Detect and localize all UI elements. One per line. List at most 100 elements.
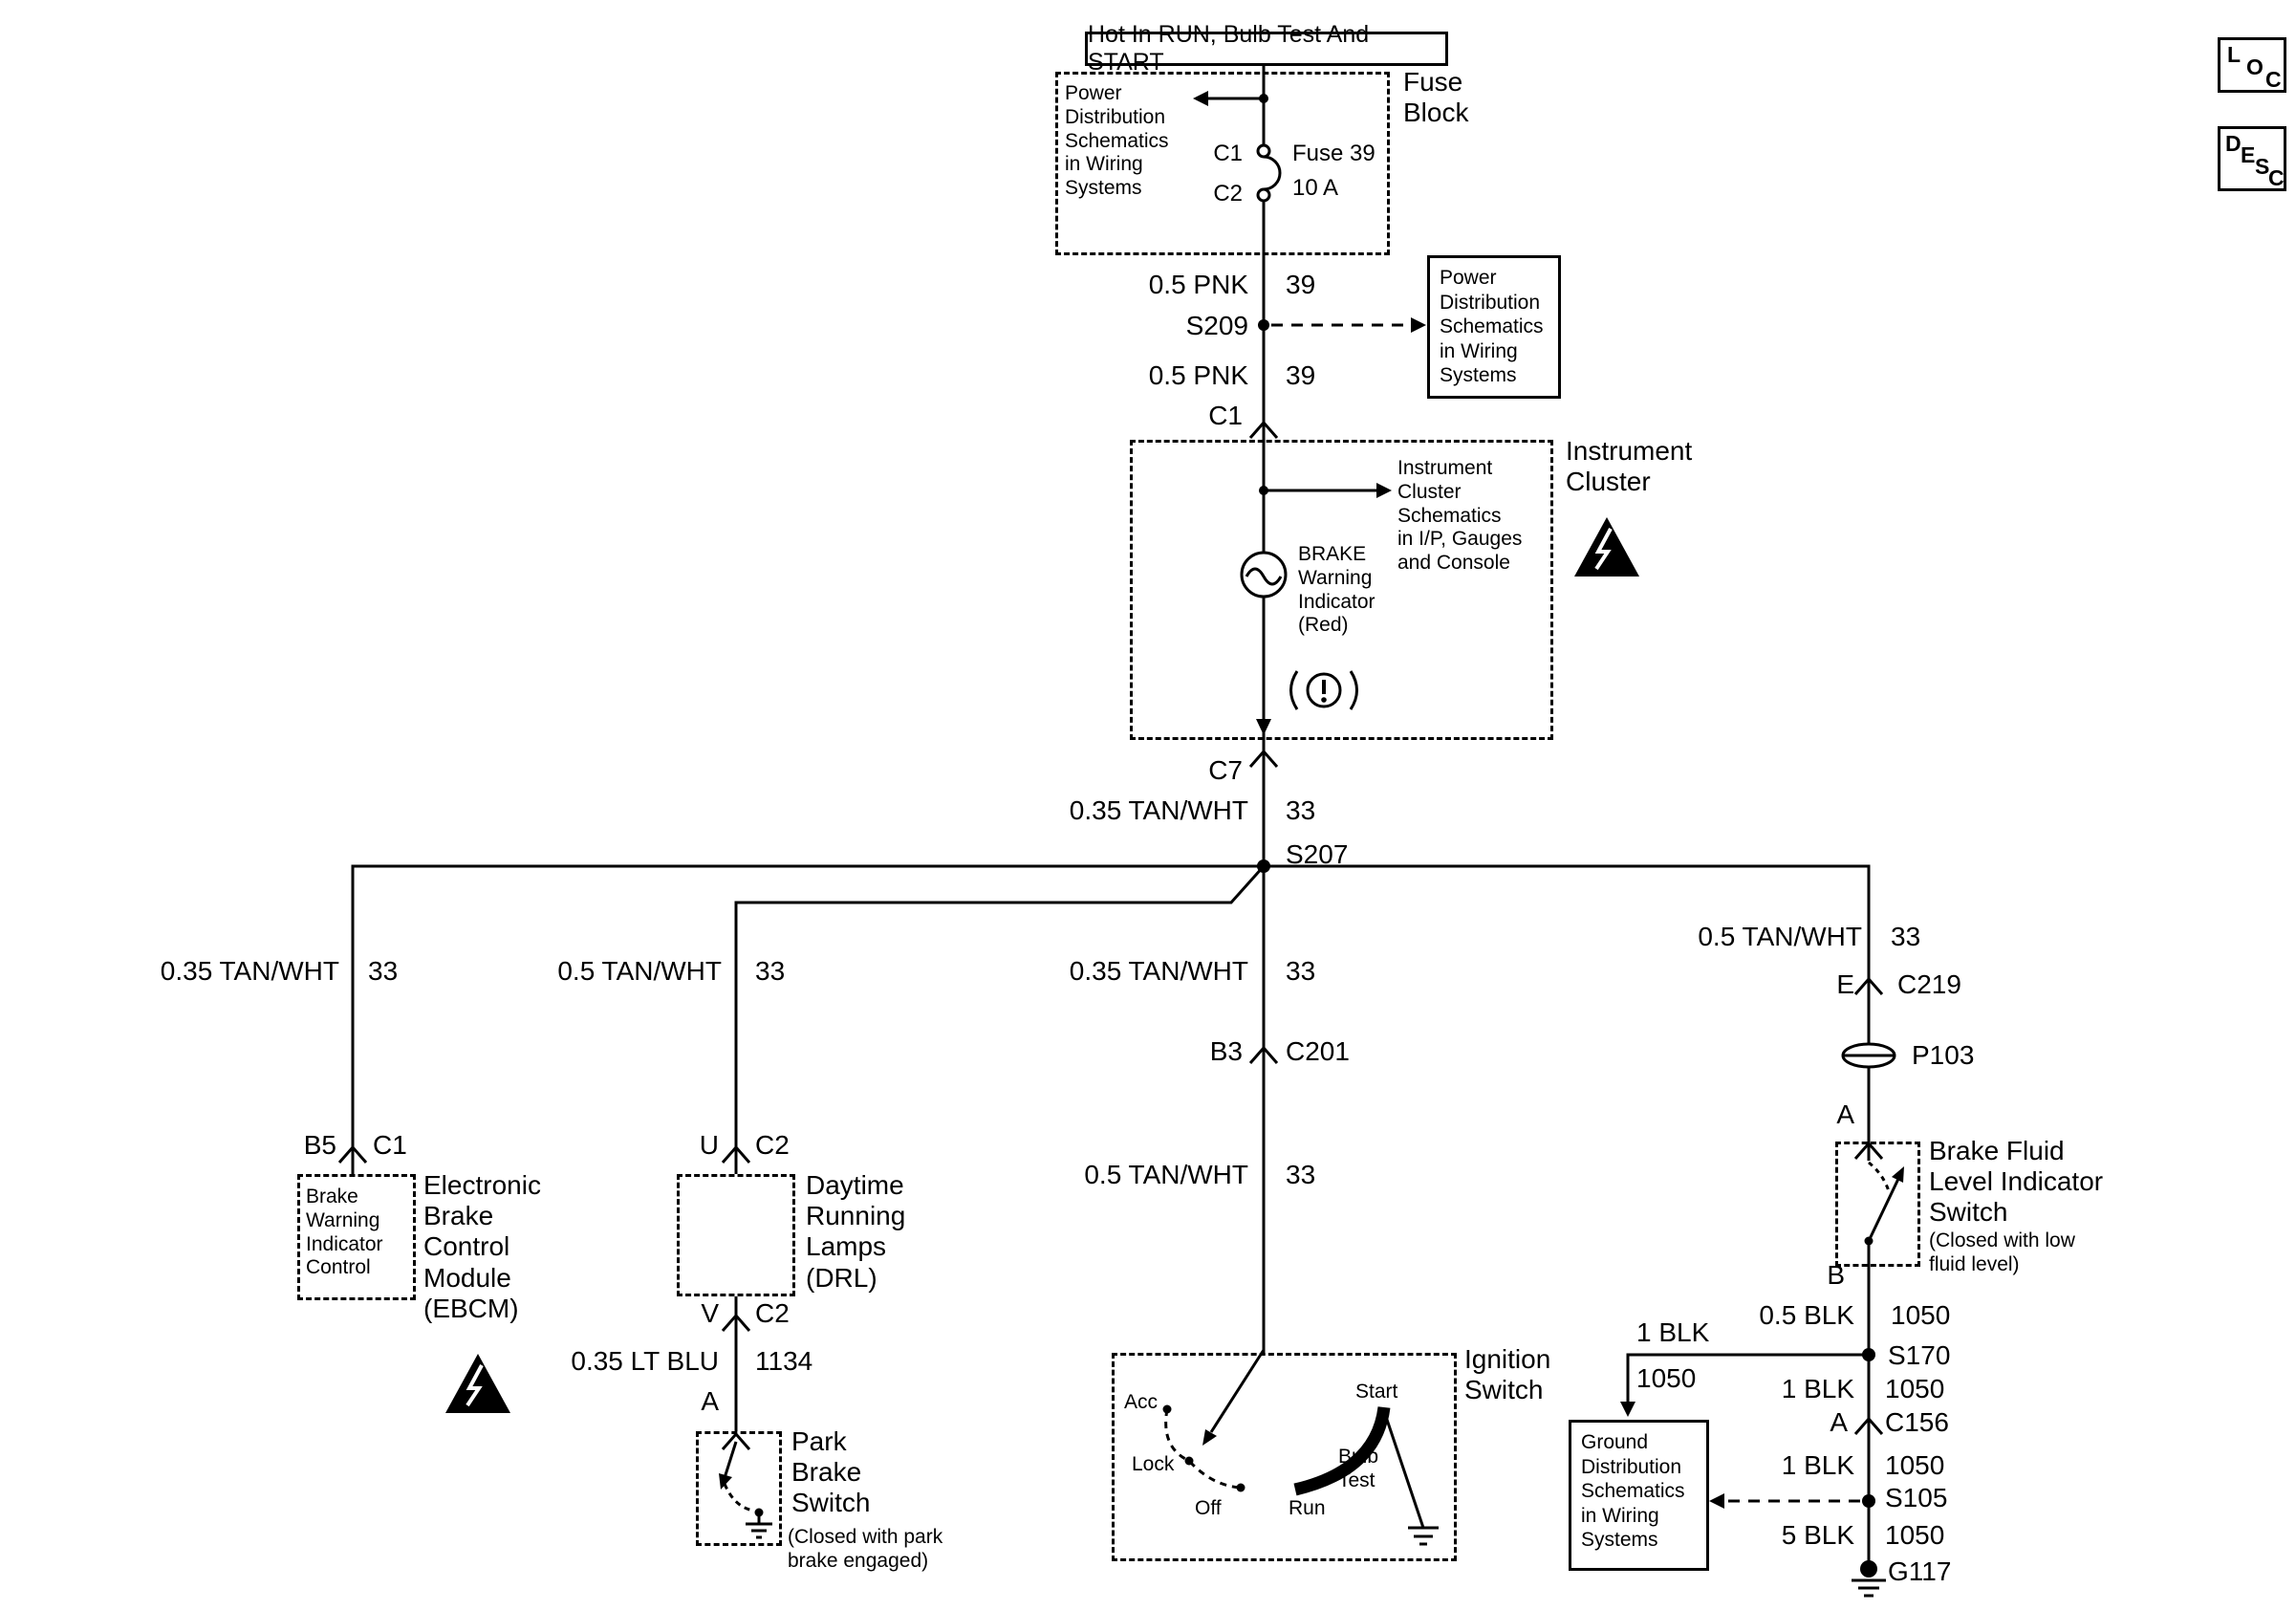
connector-c219-icon (1853, 976, 1884, 995)
ignition-ground-icon (1408, 1526, 1439, 1546)
splice-s105-icon (1862, 1494, 1875, 1508)
connector-c1-icon (1248, 420, 1279, 439)
wire-label-ltblu: 0.35 LT BLU (571, 1346, 719, 1376)
fuse-block-box (1055, 72, 1390, 255)
instrument-cluster-box (1130, 440, 1553, 740)
pin-a-park-label: A (701, 1386, 719, 1416)
wire-ebcm-branch (351, 864, 1264, 1174)
connector-drl-c2-out-label: C2 (755, 1298, 790, 1328)
ignition-switch-box (1112, 1353, 1457, 1561)
connector-c156-label: C156 (1885, 1407, 1949, 1437)
ebcm-box (297, 1174, 416, 1300)
wire-ground-branch (1626, 1353, 1869, 1402)
connector-c1-label: C1 (1208, 401, 1243, 430)
splice-s170-icon (1862, 1348, 1875, 1361)
splice-s170-label: S170 (1888, 1340, 1951, 1370)
connector-c201-icon (1248, 1045, 1279, 1064)
circuit-1050-2: 1050 (1885, 1374, 1945, 1403)
circuit-33-ign2: 33 (1286, 1160, 1316, 1189)
connector-c201-label: C201 (1286, 1036, 1350, 1066)
ignition-pos-start: Start (1355, 1381, 1398, 1403)
connector-chevrons (337, 420, 1884, 1450)
connector-c7-icon (1248, 749, 1279, 768)
ground-ref-arrow-icon (1620, 1402, 1635, 1417)
cluster-ref-note: Instrument Cluster Schematics in I/P, Ga… (1397, 457, 1523, 575)
ground-g117-icon (1852, 1560, 1886, 1598)
splice-s209-icon (1258, 319, 1269, 331)
esd-notice-icon-2 (445, 1354, 510, 1413)
ebcm-box-note: Brake Warning Indicator Control (306, 1186, 383, 1279)
loc-letter-c: C (2265, 67, 2282, 92)
splice-s207-icon (1257, 859, 1270, 873)
circuit-39-2: 39 (1286, 360, 1316, 390)
wire-label-tanwht-trunk: 0.35 TAN/WHT (1069, 795, 1248, 825)
pin-a2-label: A (1830, 1407, 1848, 1437)
drl-label: Daytime Running Lamps (DRL) (806, 1170, 906, 1293)
s105-ground-ref-arrow-icon (1709, 1493, 1860, 1509)
circuit-1134: 1134 (755, 1346, 813, 1376)
fuse-block-label: Fuse Block (1403, 67, 1469, 128)
cluster-exit-arrow-icon (1256, 719, 1271, 735)
wire-label-blk-branch: 1 BLK (1636, 1317, 1710, 1347)
fuse-pin-c1: C1 (1213, 141, 1243, 166)
park-brake-switch-icon (719, 1441, 772, 1539)
loc-letter-l: L (2227, 42, 2242, 67)
circuit-1050-3: 1050 (1885, 1450, 1945, 1480)
brake-fluid-switch-note: (Closed with low fluid level) (1929, 1229, 2075, 1275)
pin-u-label: U (699, 1130, 719, 1160)
fuse-pin-c2: C2 (1213, 181, 1243, 207)
brake-fluid-switch-icon (1864, 1142, 1904, 1267)
fuse-note-arrow-icon (1193, 91, 1268, 106)
wire-label-pnk-2: 0.5 PNK (1148, 360, 1248, 390)
fuse-block-note: Power Distribution Schematics in Wiring … (1065, 82, 1169, 200)
splice-s207-label: S207 (1286, 839, 1349, 869)
connector-park-a-icon (721, 1431, 751, 1450)
splice-s209-label: S209 (1185, 311, 1248, 340)
circuit-33-ign1: 33 (1286, 956, 1316, 986)
park-brake-switch-label: Park Brake Switch (791, 1426, 871, 1518)
wire-label-blk-3: 1 BLK (1781, 1450, 1854, 1480)
ignition-switch-label: Ignition Switch (1464, 1344, 1551, 1405)
wire-drl-branch (734, 864, 1266, 1431)
connector-ebcm-c1-icon (337, 1144, 368, 1164)
power-source-banner: Hot In RUN, Bulb Test And START (1085, 21, 1448, 76)
ignition-pos-acc: Acc (1124, 1391, 1159, 1413)
instrument-cluster-label: Instrument Cluster (1566, 436, 1693, 497)
wire-label-tanwht-ign1: 0.35 TAN/WHT (1069, 956, 1248, 986)
desc-letter-s: S (2255, 154, 2270, 179)
circuit-33-ebcm: 33 (368, 956, 399, 986)
desc-button[interactable]: D E S C (2218, 126, 2286, 191)
fuse-rating: 10 A (1292, 175, 1339, 201)
circuit-33-drl: 33 (755, 956, 786, 986)
park-brake-switch-box (696, 1431, 782, 1546)
park-brake-ground-icon (746, 1516, 772, 1539)
pin-b3-label: B3 (1209, 1036, 1243, 1066)
esd-notice-icon (1574, 517, 1639, 577)
connector-c219-label: C219 (1897, 969, 1961, 999)
brake-fluid-switch-label: Brake Fluid Level Indicator Switch (1929, 1136, 2104, 1228)
connector-c7-label: C7 (1208, 755, 1243, 785)
pin-a-fluid-label: A (1836, 1099, 1854, 1129)
pin-v-label: V (701, 1298, 719, 1328)
circuit-1050-4: 1050 (1885, 1520, 1945, 1550)
brake-warning-lamp-icon (1289, 670, 1358, 710)
loc-button[interactable]: L O C (2218, 37, 2286, 93)
circuit-1050-branch: 1050 (1636, 1363, 1697, 1393)
splice-s105-label: S105 (1885, 1483, 1948, 1512)
wire-label-tanwht-drl: 0.5 TAN/WHT (557, 956, 722, 986)
brake-fluid-switch-box (1835, 1142, 1920, 1267)
ground-ref-box: Ground Distribution Schematics in Wiring… (1569, 1420, 1709, 1571)
wire-label-pnk-1: 0.5 PNK (1148, 270, 1248, 299)
fuse-name: Fuse 39 (1292, 141, 1375, 166)
pass-through-p103-icon (1841, 1042, 1896, 1069)
wire-label-tanwht-ebcm: 0.35 TAN/WHT (160, 956, 339, 986)
ground-g117-label: G117 (1888, 1556, 1952, 1586)
connector-c156-icon (1853, 1416, 1884, 1435)
circuit-33-trunk: 33 (1286, 795, 1316, 825)
wire-label-blk-2: 1 BLK (1781, 1374, 1854, 1403)
loc-letter-o: O (2246, 54, 2264, 79)
desc-letter-d: D (2225, 131, 2242, 156)
desc-letter-c: C (2268, 165, 2285, 190)
